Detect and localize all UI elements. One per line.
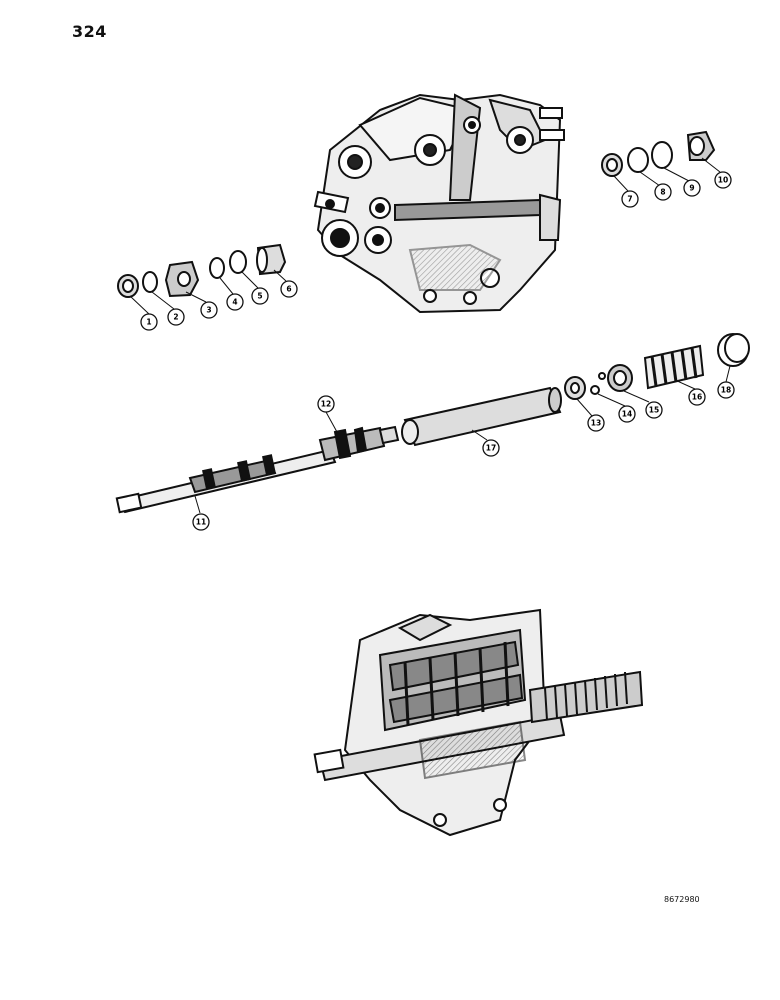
callout-11: 11 [192, 513, 210, 531]
spring-part-group [564, 333, 750, 400]
callout-16: 16 [688, 388, 706, 406]
callout-1: 1 [140, 313, 158, 331]
callout-11-label: 11 [196, 518, 206, 527]
callout-8: 8 [654, 183, 672, 201]
leader-lines [129, 157, 731, 514]
callout-5-label: 5 [257, 292, 262, 301]
callout-3: 3 [200, 301, 218, 319]
spool [115, 425, 400, 514]
callout-9-label: 9 [689, 184, 694, 193]
callout-17: 17 [482, 439, 500, 457]
callout-4: 4 [226, 293, 244, 311]
callout-18-label: 18 [721, 386, 731, 395]
callout-18: 18 [717, 381, 735, 399]
callout-13: 13 [587, 414, 605, 432]
callout-3-label: 3 [206, 306, 211, 315]
sleeve [401, 386, 562, 447]
valve-housing [313, 93, 565, 314]
callout-10-label: 10 [718, 176, 728, 185]
callout-5: 5 [251, 287, 269, 305]
callout-14: 14 [618, 405, 636, 423]
callout-6: 6 [280, 280, 298, 298]
right-part-group [601, 130, 716, 177]
callout-12-label: 12 [321, 400, 331, 409]
callout-9: 9 [683, 179, 701, 197]
callout-17-label: 17 [486, 444, 496, 453]
page-number: 324 [72, 22, 107, 41]
callout-13-label: 13 [591, 419, 601, 428]
callout-15-label: 15 [649, 406, 659, 415]
callout-10: 10 [714, 171, 732, 189]
left-part-group [117, 243, 287, 298]
callout-12: 12 [317, 395, 335, 413]
callout-15: 15 [645, 401, 663, 419]
cutaway-assembly [313, 608, 644, 837]
callout-4-label: 4 [232, 298, 237, 307]
figure-id: 8672980 [664, 895, 700, 904]
callout-14-label: 14 [622, 410, 632, 419]
callout-7: 7 [621, 190, 639, 208]
callout-8-label: 8 [660, 188, 665, 197]
callout-2-label: 2 [173, 313, 178, 322]
callout-16-label: 16 [692, 393, 702, 402]
callout-2: 2 [167, 308, 185, 326]
callout-1-label: 1 [146, 318, 151, 327]
callout-6-label: 6 [286, 285, 291, 294]
callout-7-label: 7 [627, 195, 632, 204]
